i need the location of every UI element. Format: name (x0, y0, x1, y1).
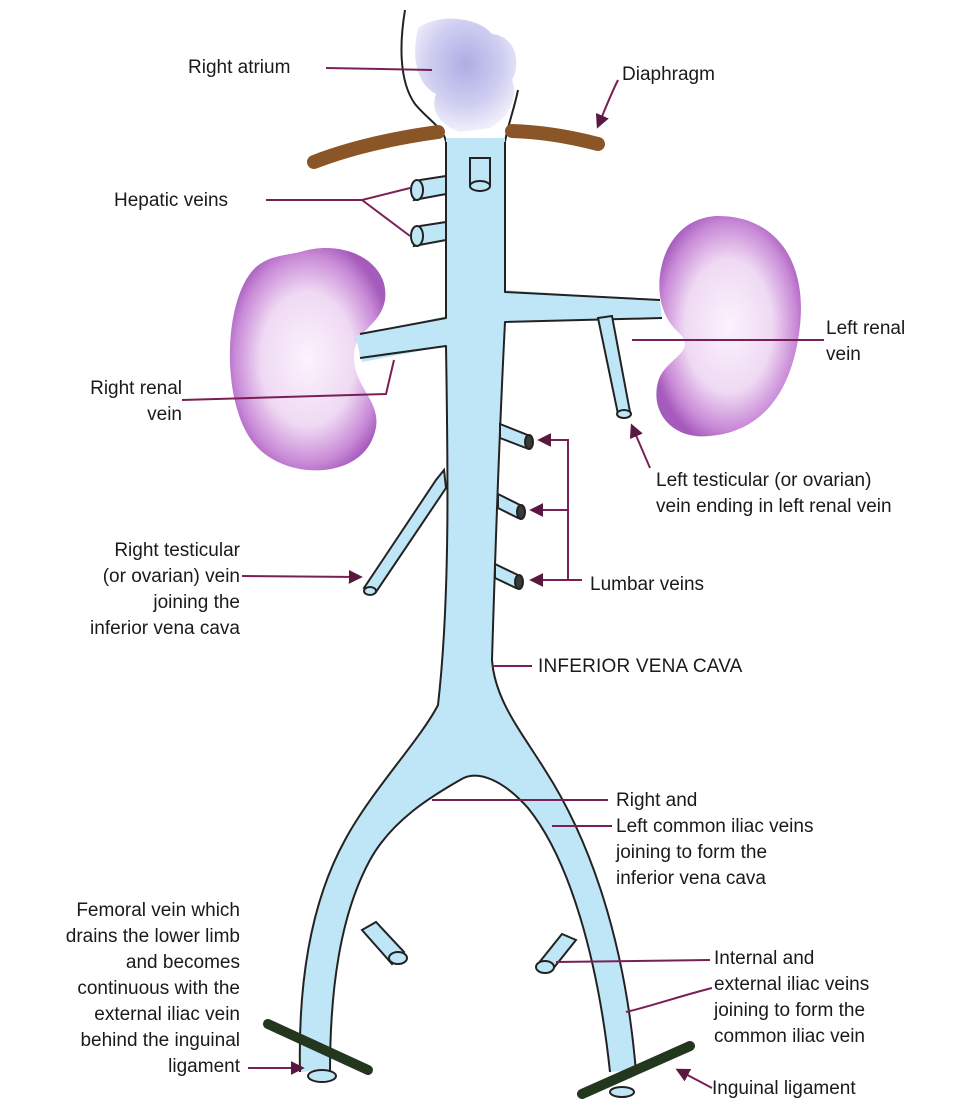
label-hepatic-veins: Hepatic veins (114, 188, 228, 214)
left-kidney (656, 216, 801, 436)
left-inguinal-ligament (582, 1046, 690, 1094)
right-testicular-vein (364, 470, 446, 595)
internal-iliac-stubs (362, 922, 576, 973)
label-inguinal-ligament: Inguinal ligament (712, 1076, 856, 1102)
label-right-atrium: Right atrium (188, 55, 290, 81)
left-testicular-vein (598, 316, 631, 418)
right-atrium (401, 10, 518, 142)
label-internal-external-iliac: Internal and external iliac veins joinin… (714, 946, 869, 1050)
label-common-iliac-veins: Right and Left common iliac veins joinin… (616, 788, 813, 892)
label-diaphragm: Diaphragm (622, 62, 715, 88)
label-femoral-vein: Femoral vein which drains the lower limb… (12, 898, 240, 1080)
leader-left-testicular (632, 426, 650, 468)
label-right-testicular-vein: Right testicular (or ovarian) vein joini… (34, 538, 240, 642)
label-left-renal-vein: Left renal vein (826, 316, 905, 368)
leader-right-testicular (242, 576, 360, 577)
right-femoral-opening (308, 1070, 336, 1082)
label-right-renal-vein: Right renal vein (56, 376, 182, 428)
leader-right-atrium (326, 68, 432, 70)
leader-inguinal (678, 1070, 712, 1088)
leader-external-iliac (626, 988, 712, 1012)
diaphragm-right (314, 132, 438, 162)
leader-internal-iliac (556, 960, 710, 962)
lumbar-vein-stubs (495, 424, 533, 589)
leader-diaphragm (598, 80, 618, 126)
leader-hepatic-2 (362, 200, 410, 236)
diaphragm-left (512, 131, 598, 144)
left-femoral-opening (610, 1087, 634, 1097)
label-lumbar-veins: Lumbar veins (590, 572, 704, 598)
leader-hepatic (266, 188, 410, 200)
label-left-testicular-vein: Left testicular (or ovarian) vein ending… (656, 468, 892, 520)
label-inferior-vena-cava: INFERIOR VENA CAVA (538, 654, 743, 680)
